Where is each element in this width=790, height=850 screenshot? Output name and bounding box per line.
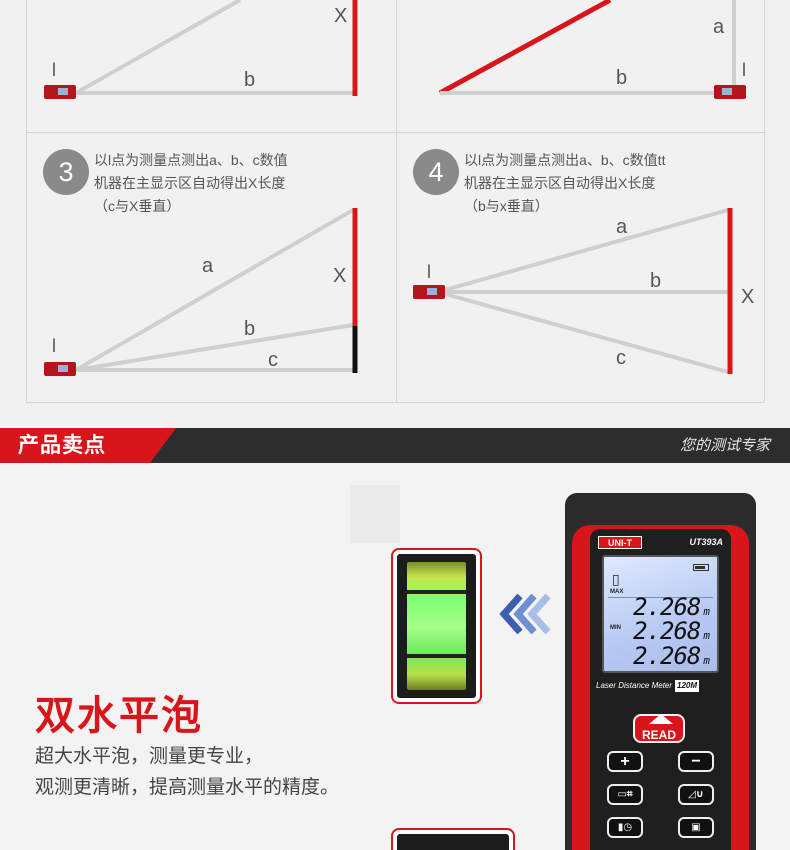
- label-x: X: [333, 265, 346, 287]
- level-bubble-closeup: [391, 548, 482, 704]
- diagram-step4: l a b X c: [413, 208, 754, 374]
- lcd-min-label: MIN: [610, 625, 621, 631]
- diagram-top-left: X l b: [44, 0, 358, 99]
- label-a: a: [202, 255, 214, 277]
- chevron-left-arrows-icon: [499, 593, 551, 635]
- reading-max-unit: m: [703, 605, 710, 618]
- feature-description: 超大水平泡，测量更专业， 观测更清晰，提高测量水平的精度。: [35, 741, 339, 803]
- reference-timer-key[interactable]: ▮◷: [607, 817, 643, 838]
- device-icon-screen: [722, 88, 732, 95]
- label-l: l: [427, 262, 431, 282]
- feature-section: 双水平泡 超大水平泡，测量更专业， 观测更清晰，提高测量水平的精度。 UNI-T: [0, 463, 790, 850]
- device-caption-text: Laser Distance Meter: [596, 681, 673, 690]
- reading-main-unit: m: [703, 654, 710, 667]
- label-b: b: [244, 318, 255, 340]
- area-volume-key[interactable]: ▭⌗: [607, 784, 643, 805]
- label-c: c: [268, 349, 278, 371]
- level-bubble-closeup-2: [391, 828, 515, 850]
- step4-line1: 以l点为测量点测出a、b、c数值tt: [464, 152, 666, 168]
- level-bubble-mark-top: [407, 590, 466, 594]
- level-bubble-image: [397, 554, 476, 698]
- diagram-grid: [26, 0, 766, 403]
- reading-mid-value: 2.268: [633, 617, 701, 645]
- diagram-top-right: a b l: [438, 0, 746, 99]
- step4-line2: 机器在主显示区自动得出X长度: [464, 175, 656, 191]
- label-c: c: [616, 347, 626, 369]
- level-bubble-mark-bottom: [407, 654, 466, 658]
- device-icon-screen: [58, 88, 68, 95]
- label-l: l: [52, 336, 56, 356]
- label-b: b: [244, 69, 255, 91]
- diagram-step3: l a X b c: [44, 208, 358, 376]
- feature-line1: 超大水平泡，测量更专业，: [35, 746, 264, 767]
- label-a: a: [616, 216, 628, 238]
- step-badge-4: 4: [413, 149, 459, 195]
- step3-description: 以l点为测量点测出a、b、c数值 机器在主显示区自动得出X长度 （c与X垂直）: [94, 149, 288, 218]
- diagram-line-a: [75, 0, 241, 95]
- device-model: UT393A: [689, 537, 723, 547]
- level-bubble-glass: [407, 562, 466, 690]
- label-a: a: [713, 16, 725, 38]
- device-range-badge: 120M: [675, 680, 700, 692]
- read-button[interactable]: READ: [633, 714, 685, 743]
- lcd-max-label: MAX: [610, 589, 624, 595]
- angle-function-key[interactable]: ◿∪: [678, 784, 714, 805]
- label-b: b: [650, 270, 661, 292]
- device-brand-logo: UNI-T: [598, 536, 642, 549]
- step3-line1: 以l点为测量点测出a、b、c数值: [94, 152, 288, 168]
- brand-slogan: 您的测试专家: [679, 436, 770, 454]
- section-header: 产品卖点 您的测试专家: [0, 428, 790, 463]
- label-l: l: [52, 60, 56, 80]
- label-l: l: [742, 60, 746, 80]
- feature-line2: 观测更清晰，提高测量水平的精度。: [35, 777, 340, 798]
- reading-main-value: 2.268: [633, 642, 701, 670]
- plus-key[interactable]: +: [607, 751, 643, 772]
- label-x: X: [334, 5, 347, 27]
- device-icon-screen: [427, 288, 437, 295]
- device-reference-icon: ▯: [612, 571, 620, 587]
- reading-max-value: 2.268: [633, 593, 701, 621]
- grid-divider-vertical: [396, 0, 397, 403]
- section-header-accent: [0, 428, 176, 463]
- feature-title: 双水平泡: [35, 694, 203, 738]
- battery-icon: [693, 564, 709, 571]
- diagram-line-a: [438, 0, 612, 96]
- measurement-diagrams: X l b a b l l a X b c: [44, 0, 754, 376]
- lcd-divider: [608, 597, 713, 598]
- minus-key[interactable]: −: [678, 751, 714, 772]
- diagram-line-b: [75, 323, 354, 372]
- step3-line3: （c与X垂直）: [94, 198, 181, 214]
- label-b: b: [616, 67, 627, 89]
- diagram-line-c: [444, 292, 729, 374]
- watermark-shape: [350, 485, 400, 543]
- diagram-line-a: [444, 208, 729, 292]
- reading-mid-unit: m: [703, 629, 710, 642]
- step4-description: 以l点为测量点测出a、b、c数值tt 机器在主显示区自动得出X长度 （b与x垂直…: [464, 149, 665, 218]
- level-bubble-image-2: [397, 834, 509, 850]
- step4-line3: （b与x垂直）: [464, 198, 549, 214]
- diagram-line-a: [74, 208, 355, 372]
- label-x: X: [741, 286, 754, 308]
- memory-save-key[interactable]: ▣: [678, 817, 714, 838]
- step3-line2: 机器在主显示区自动得出X长度: [94, 175, 286, 191]
- device-icon-screen: [58, 365, 68, 372]
- step-badge-3: 3: [43, 149, 89, 195]
- section-title: 产品卖点: [18, 434, 106, 457]
